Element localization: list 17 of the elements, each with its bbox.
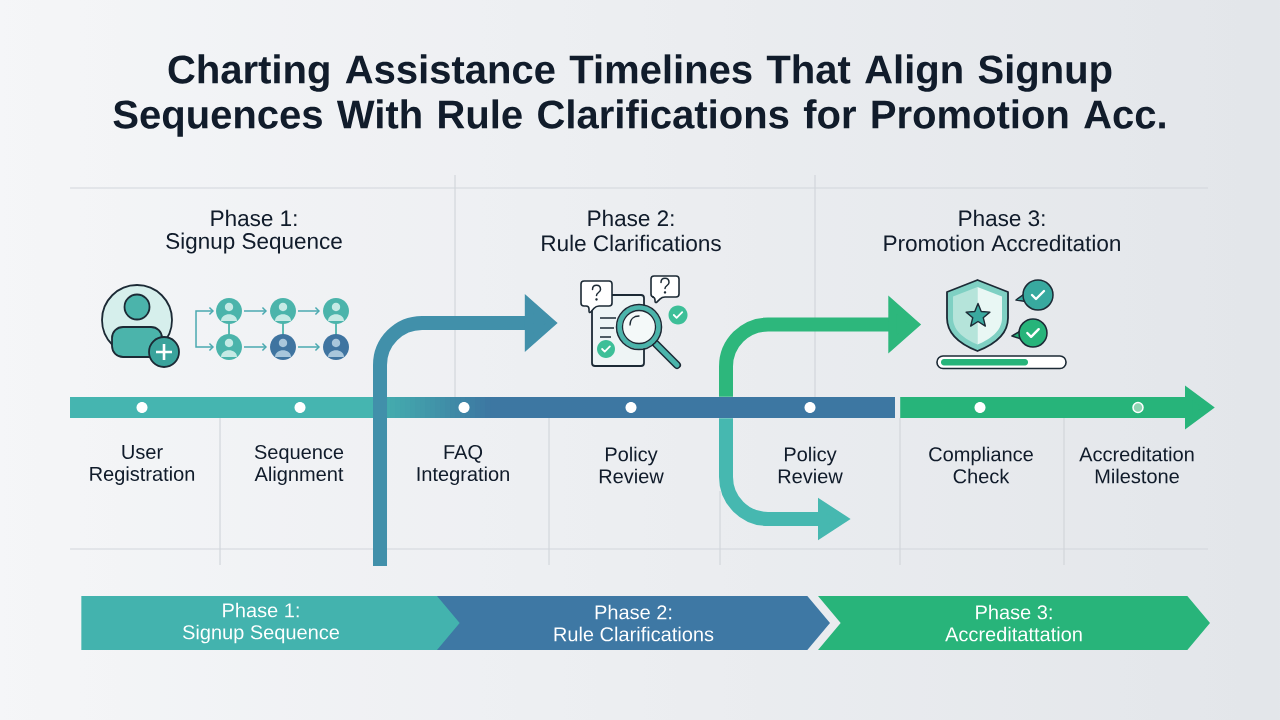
milestone-label: Accreditation Milestone	[1079, 446, 1194, 484]
document-search-icon	[580, 275, 688, 369]
phase-banner: Phase 3: Accreditattation	[818, 596, 1210, 650]
shield-badge-icon	[936, 279, 1067, 370]
phase-heading: Phase 1:	[211, 209, 297, 227]
timeline-bar	[70, 397, 895, 418]
phase-heading: Signup Sequence	[166, 232, 342, 254]
milestone-label: FAQ Integration	[417, 444, 509, 486]
phase-banner: Phase 1: Signup Sequence	[81, 596, 464, 650]
milestone-label: Sequence Alignment	[254, 444, 344, 486]
phase-banner: Phase 2: Rule Clarifications	[437, 596, 830, 650]
title: Charting Assistance Timelines That Align Signup Sequences With Rule Clarifications for Promotion Acc.	[113, 54, 1165, 137]
milestone-label: Compliance Check	[929, 446, 1033, 484]
milestone-label: Policy Review	[599, 446, 664, 484]
phase-heading: Rule Clarifications	[542, 234, 721, 252]
phase-heading: Promotion Accreditation	[884, 234, 1120, 252]
milestone-label: Policy Review	[778, 446, 843, 484]
